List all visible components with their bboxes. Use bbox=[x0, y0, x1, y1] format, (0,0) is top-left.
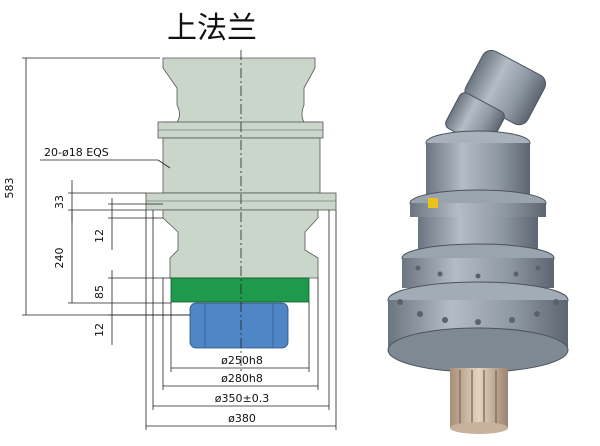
svg-text:ø350±0.3: ø350±0.3 bbox=[215, 392, 269, 405]
dim-bolt-circle: ø350±0.3 bbox=[152, 210, 330, 410]
svg-text:ø380: ø380 bbox=[228, 412, 256, 425]
svg-text:12: 12 bbox=[93, 229, 106, 243]
dim-spigot-diameter: ø280h8 bbox=[162, 278, 319, 390]
dim-overall-height: 583 bbox=[3, 57, 190, 316]
dim-flange-thickness: 33 bbox=[53, 180, 146, 222]
pinion-shaft bbox=[189, 302, 289, 349]
dim-flange-diameter: ø380 bbox=[145, 210, 337, 430]
dim-body-height: 240 bbox=[53, 210, 171, 304]
output-pinion bbox=[450, 368, 508, 434]
svg-text:ø250h8: ø250h8 bbox=[221, 354, 263, 367]
gearbox-photo bbox=[387, 49, 569, 434]
dim-holes: 20-ø18 EQS bbox=[40, 146, 171, 169]
lower-body bbox=[162, 209, 319, 279]
dim-step-height: 12 bbox=[93, 198, 163, 250]
main-body bbox=[162, 137, 321, 194]
flange-band bbox=[170, 277, 310, 303]
svg-text:20-ø18 EQS: 20-ø18 EQS bbox=[44, 146, 109, 159]
svg-text:ø280h8: ø280h8 bbox=[221, 372, 263, 385]
dim-pilot-diameter: ø250h8 bbox=[170, 302, 310, 372]
svg-text:12: 12 bbox=[93, 323, 106, 337]
svg-text:240: 240 bbox=[53, 248, 66, 269]
title: 上法兰 bbox=[167, 11, 257, 46]
upper-housing bbox=[162, 57, 319, 131]
svg-text:583: 583 bbox=[3, 178, 16, 199]
svg-text:33: 33 bbox=[53, 195, 66, 209]
dim-pilot-height: 85 bbox=[93, 270, 171, 310]
svg-text:85: 85 bbox=[93, 285, 106, 299]
engineering-drawing: 583 20-ø18 EQS 33 12 240 bbox=[3, 50, 337, 430]
dim-pinion-step: 12 bbox=[93, 310, 190, 345]
